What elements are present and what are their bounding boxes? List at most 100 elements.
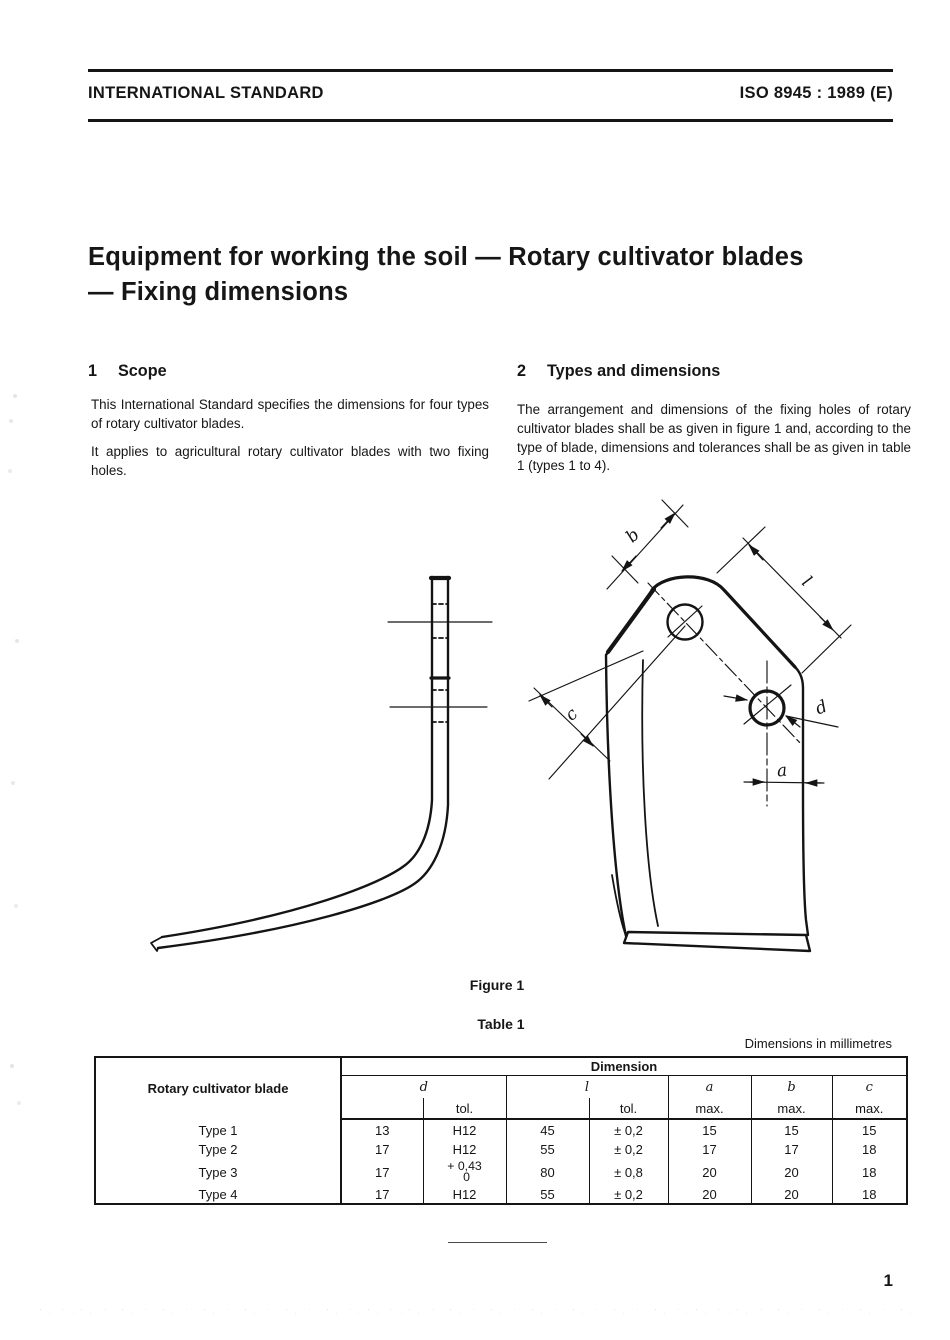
cell-c: 18 (831, 1186, 907, 1204)
cell-l: 45 (505, 1119, 589, 1141)
front-view-bevel-line (611, 874, 627, 937)
subheader-l-tol: tol. (588, 1098, 668, 1120)
symbol-d: d (340, 1075, 506, 1098)
cell-c: 18 (831, 1158, 907, 1186)
cell-l: 55 (505, 1141, 589, 1158)
scan-margin-specks (0, 0, 2, 2)
cell-d: 17 (340, 1158, 423, 1186)
cell-d-tol: H12 (422, 1186, 506, 1204)
standard-type-label: INTERNATIONAL STANDARD (88, 84, 324, 102)
cell-d: 17 (340, 1186, 423, 1204)
cell-d: 17 (340, 1141, 423, 1158)
dim-label-a: a (776, 761, 788, 782)
dim-l-ext-nw (716, 526, 766, 574)
cell-d: 13 (340, 1119, 423, 1141)
dim-label-c: c (561, 704, 582, 725)
cell-l-tol: ± 0,2 (588, 1186, 668, 1204)
types-paragraph-1: The arrangement and dimensions of the fi… (517, 402, 911, 474)
dim-c-ref-b (548, 625, 686, 780)
cell-b: 20 (750, 1158, 832, 1186)
cell-l: 80 (505, 1158, 589, 1186)
cell-d-tol: H12 (422, 1141, 506, 1158)
section-title: Types and dimensions (547, 362, 721, 380)
tolerance-lower: 0 (463, 1169, 470, 1184)
end-of-text-rule (448, 1242, 547, 1243)
dimension-arrows (539, 512, 834, 787)
dim-c-ref-a (528, 650, 644, 702)
subheader-d-tol: tol. (422, 1098, 506, 1120)
scan-noise-band (40, 1309, 920, 1310)
empty-cell (505, 1098, 589, 1120)
empty-cell (340, 1098, 423, 1120)
symbol-c: c (831, 1075, 907, 1098)
cell-l-tol: ± 0,2 (588, 1119, 668, 1141)
front-view-left-top-edge-thick (605, 586, 657, 655)
hole1-cross-tick (667, 605, 703, 638)
blade-front-view: b l c d a (528, 499, 852, 953)
standard-number-label: ISO 8945 : 1989 (E) (739, 84, 893, 102)
figure-1-technical-drawing: b l c d a (150, 499, 852, 953)
side-view-left-contour (160, 575, 434, 939)
section-title: Scope (118, 362, 167, 380)
side-view-tip (150, 936, 163, 952)
table-row: Type 1 13 H12 45 ± 0,2 15 15 15 (95, 1119, 907, 1141)
symbol-b: b (750, 1075, 832, 1098)
cell-type: Type 4 (198, 1187, 238, 1202)
cell-c: 18 (831, 1141, 907, 1158)
cell-b: 15 (750, 1119, 832, 1141)
table-row-symbols: d l a b c (95, 1075, 907, 1098)
hole-edge-dashes (431, 603, 449, 723)
cell-l-tol: ± 0,8 (588, 1158, 668, 1186)
front-view-base (622, 930, 812, 953)
tolerance-upper: + 0,43 (447, 1158, 482, 1173)
cell-d-tol: H12 (422, 1119, 506, 1141)
document-title: Equipment for working the soil — Rotary … (88, 243, 804, 306)
cell-a: 17 (667, 1141, 751, 1158)
dim-b-line (606, 504, 684, 590)
subheader-b-max: max. (750, 1098, 832, 1120)
front-view-outline (604, 575, 810, 938)
lower-fixing-hole (748, 689, 786, 727)
front-view-inner-edge-line (641, 659, 659, 927)
cell-l-tol: ± 0,2 (588, 1141, 668, 1158)
cell-a: 20 (667, 1158, 751, 1186)
section-heading-types: 2 Types and dimensions (517, 362, 720, 381)
cell-a: 20 (667, 1186, 751, 1204)
page-number: 1 (883, 1271, 893, 1290)
cell-type: Type 2 (198, 1142, 238, 1157)
dim-l-ext-se (801, 624, 852, 674)
table-row: Type 4 17 H12 55 ± 0,2 20 20 18 (95, 1186, 907, 1204)
cell-type: Type 3 (198, 1164, 238, 1180)
symbol-a: a (667, 1075, 751, 1098)
cell-type: Type 1 (198, 1122, 238, 1138)
cell-b: 17 (750, 1141, 832, 1158)
subheader-a-max: max. (667, 1098, 751, 1120)
cell-b: 20 (750, 1186, 832, 1204)
scope-paragraph-1: This International Standard specifies th… (91, 397, 489, 431)
dim-c-line (533, 687, 611, 762)
table-caption: Table 1 (477, 1016, 525, 1032)
dim-label-b: b (622, 525, 644, 547)
cell-a: 15 (667, 1119, 751, 1141)
dimension-group-header: Dimension (340, 1057, 907, 1076)
blade-side-view (150, 575, 493, 952)
table-row-group-header: Rotary cultivator blade Dimension (95, 1057, 907, 1096)
dimensions-table: Rotary cultivator blade Dimension d l a … (94, 1056, 908, 1205)
section-number: 2 (517, 362, 527, 380)
scan-noise-band (49, 1313, 929, 1314)
page-header: INTERNATIONAL STANDARD ISO 8945 : 1989 (… (88, 84, 893, 103)
header-rule-bottom (88, 119, 893, 122)
front-view-apex-edge (650, 575, 797, 669)
table-row: Type 2 17 H12 55 ± 0,2 17 17 18 (95, 1141, 907, 1158)
subheader-c-max: max. (831, 1098, 907, 1120)
header-rule-top (88, 69, 893, 72)
scope-paragraph-2: It applies to agricultural rotary cultiv… (91, 444, 489, 478)
row-header-cell: Rotary cultivator blade (147, 1081, 289, 1096)
upper-fixing-hole (666, 603, 704, 641)
dim-label-d: d (813, 697, 831, 720)
table-units-note: Dimensions in millimetres (744, 1036, 892, 1051)
